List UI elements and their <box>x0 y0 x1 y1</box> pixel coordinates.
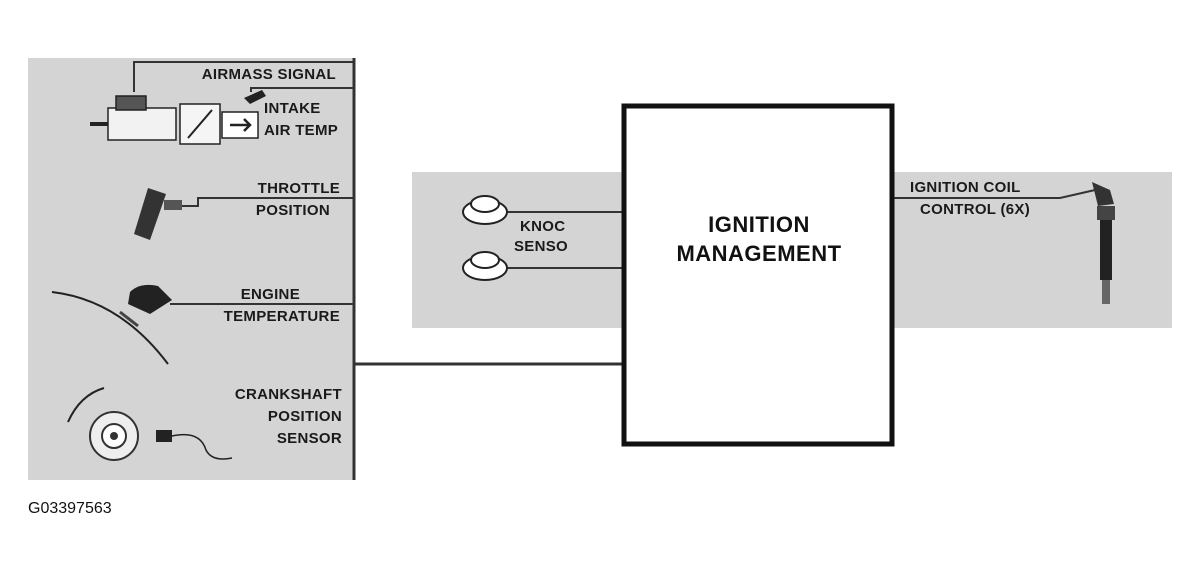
crankshaft-label-3: SENSOR <box>276 430 342 447</box>
throttle-label-1: THROTTLE <box>257 180 340 197</box>
airmass-meter-icon <box>90 95 259 145</box>
engine-temp-label-1: ENGINE <box>240 286 300 303</box>
knock-sensor-icon <box>462 195 508 281</box>
engine-temperature-sensor-icon <box>51 284 172 365</box>
knock-sensor-label-1: KNOC <box>520 218 566 235</box>
ignition-management-title: IGNITION MANAGEMENT <box>626 210 892 268</box>
wiring <box>133 58 1096 480</box>
ignition-coil-label-1: IGNITION COIL <box>910 179 1021 196</box>
crankshaft-sensor-icon <box>67 387 233 461</box>
ignition-management-block <box>621 103 895 447</box>
crankshaft-label-1: CRANKSHAFT <box>234 386 342 403</box>
intake-air-temp-sensor-icon <box>244 90 266 104</box>
throttle-label-2: POSITION <box>255 202 330 219</box>
airmass-signal-label: AIRMASS SIGNAL <box>201 66 336 83</box>
knock-sensor-label-2: SENSO <box>514 238 569 255</box>
ignition-management-line-2: MANAGEMENT <box>676 241 842 266</box>
crankshaft-label-2: POSITION <box>267 408 342 425</box>
throttle-position-sensor-icon <box>134 188 182 240</box>
intake-air-temp-label-1: INTAKE <box>264 100 321 117</box>
engine-temp-label-2: TEMPERATURE <box>223 308 340 325</box>
ignition-coil-label-2: CONTROL (6X) <box>920 201 1030 218</box>
knock-panel <box>412 172 624 328</box>
intake-air-temp-label-2: AIR TEMP <box>264 122 339 139</box>
ignition-coil-icon <box>1092 182 1115 304</box>
ignition-management-line-1: IGNITION <box>708 212 810 237</box>
figure-id: G03397563 <box>28 500 112 517</box>
